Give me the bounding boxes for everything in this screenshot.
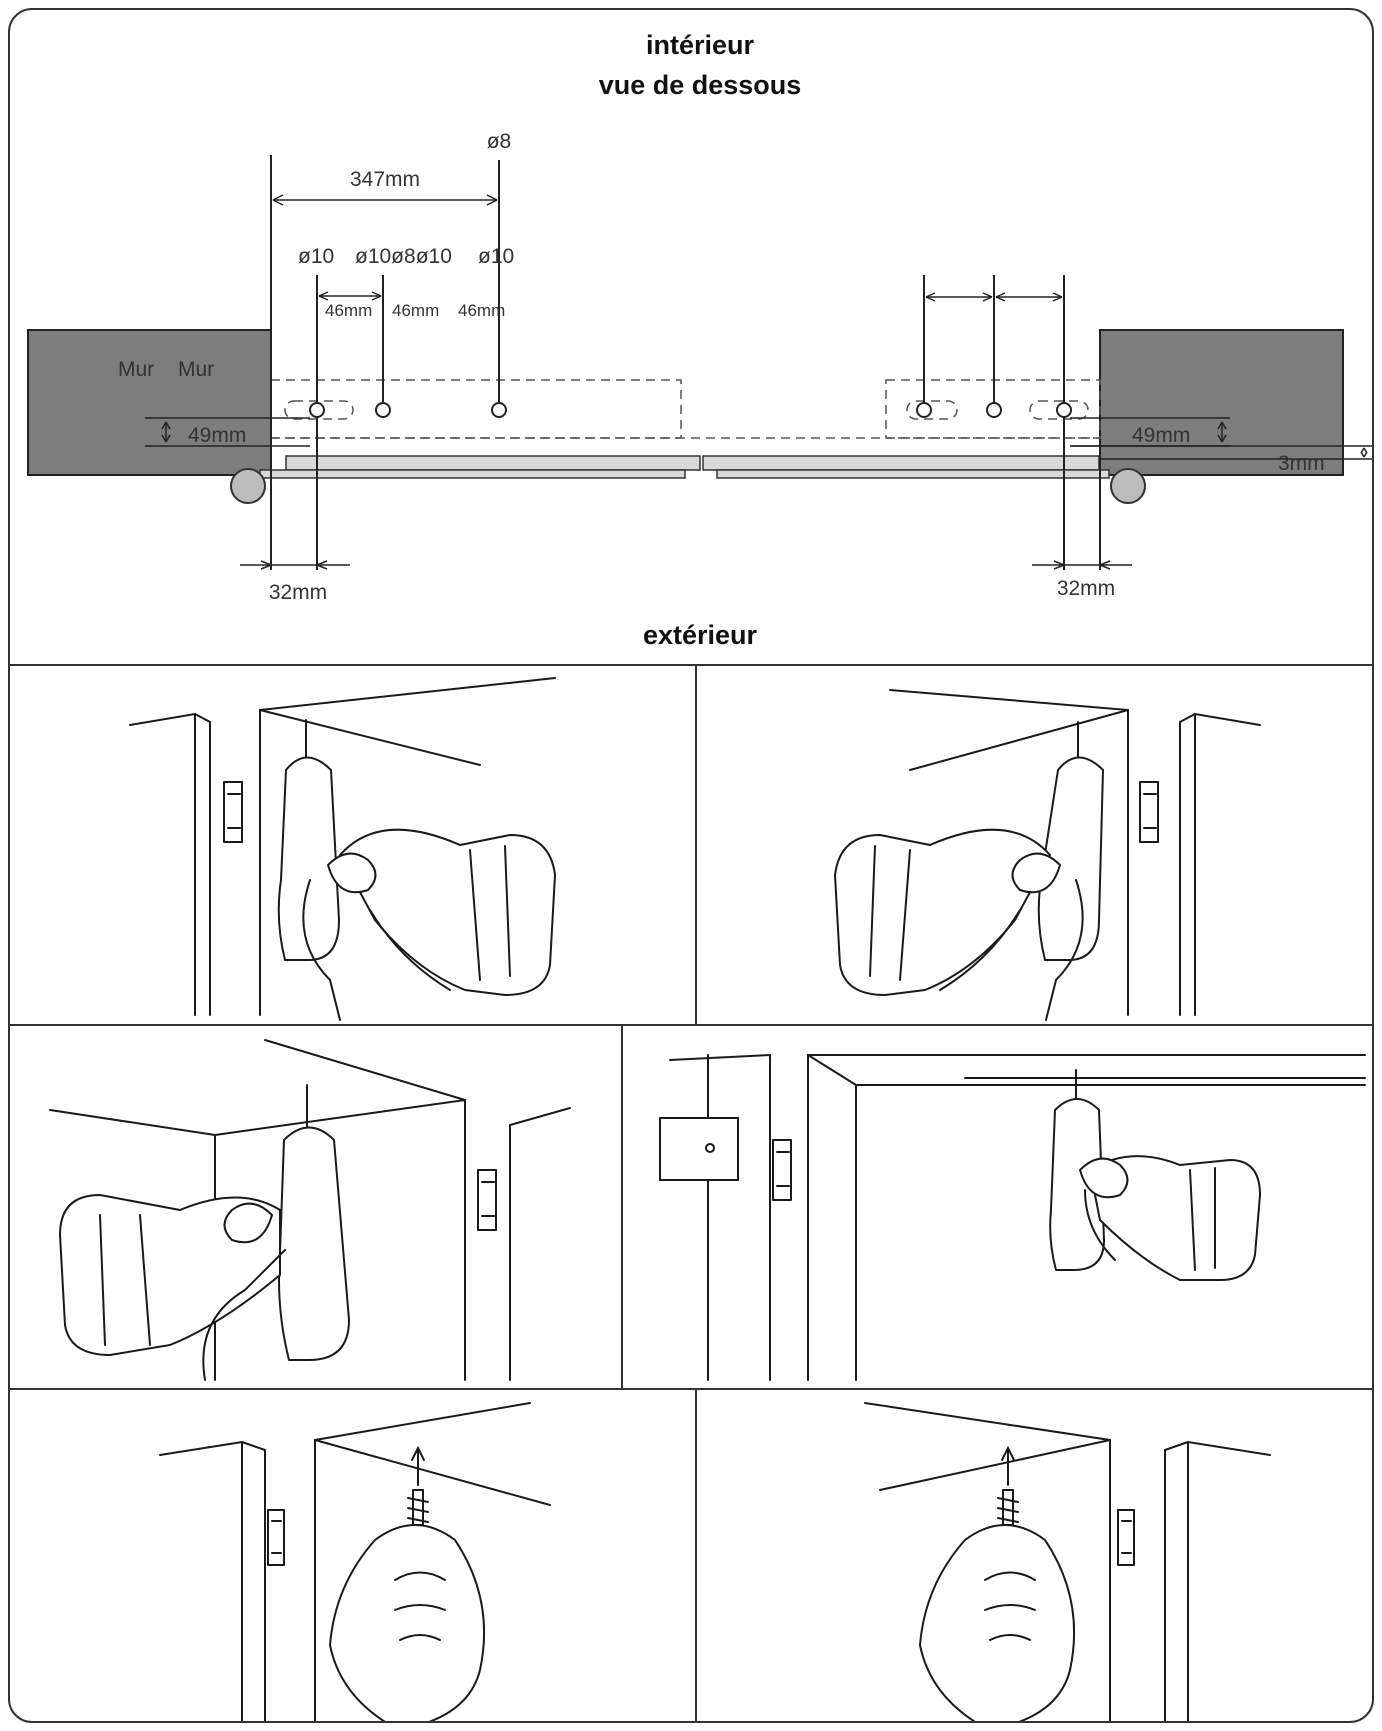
dim-right-2-arrows [995, 292, 1063, 302]
dim-46-3-label: 46mm [458, 301, 505, 320]
assembly-diagram: intérieur vue de dessous extérieur Mur M… [10, 30, 1372, 1721]
track-left [259, 469, 686, 479]
rail-right [702, 455, 1100, 471]
hole-3 [491, 402, 507, 418]
step-2-drill-right [834, 689, 1261, 1021]
wall-right [1099, 329, 1344, 476]
hole-5 [986, 402, 1002, 418]
dim-49-right-arrowheads [1217, 421, 1227, 443]
step-4-drill-lower-right [659, 1053, 1366, 1381]
dim-32-right-label: 32mm [1057, 577, 1115, 600]
slot-right-a [906, 400, 958, 420]
panel-grid [10, 664, 1372, 1721]
hole-1 [309, 402, 325, 418]
dim-right-1-arrows [925, 292, 993, 302]
technical-drawing: Mur Mur 347mm [27, 130, 1372, 604]
dia-group-label: ø10ø8ø10 [355, 245, 452, 268]
title-exterior: extérieur [643, 620, 758, 650]
title-interior: intérieur [646, 30, 755, 60]
dim-347-label: 347mm [350, 168, 420, 191]
slot-right-b [1029, 400, 1089, 420]
wheel-left [230, 468, 266, 504]
dim-46-1-arrows [318, 291, 382, 301]
dim-347-arrows [272, 194, 498, 206]
title-bottom-view: vue de dessous [599, 70, 802, 100]
dia-10-b-label: ø10 [478, 245, 514, 268]
step-6-screw-right [864, 1402, 1271, 1721]
track-right [716, 469, 1110, 479]
rail-left [285, 455, 701, 471]
cabinet-outline-left [270, 379, 682, 439]
dim-3-arrowheads [1360, 447, 1368, 458]
dim-32-left-arrows [260, 560, 328, 570]
dim-49-left-label: 49mm [188, 424, 246, 447]
step-3-drill-lower-left [49, 1039, 571, 1381]
dia-10-a-label: ø10 [298, 245, 334, 268]
hole-2 [375, 402, 391, 418]
dim-46-2-label: 46mm [392, 301, 439, 320]
wall-label-2: Mur [178, 358, 214, 381]
dim-46-1-label: 46mm [325, 301, 372, 320]
dim-49-left-arrowheads [161, 421, 171, 443]
hinge-plate [659, 1117, 739, 1181]
step-1-drill-left [129, 677, 556, 1021]
dia-8-top-label: ø8 [487, 130, 512, 153]
dim-32-left-label: 32mm [269, 581, 327, 604]
wall-label-1: Mur [118, 358, 154, 381]
slot-left [284, 400, 354, 420]
instruction-sheet: intérieur vue de dessous extérieur Mur M… [8, 8, 1374, 1723]
hole-6 [1056, 402, 1072, 418]
wheel-right [1110, 468, 1146, 504]
hole-4 [916, 402, 932, 418]
step-5-screw-left [159, 1402, 551, 1721]
dim-3-label: 3mm [1278, 452, 1325, 475]
dim-32-right-arrows [1053, 560, 1111, 570]
dim-49-right-label: 49mm [1132, 424, 1190, 447]
wall-left [27, 329, 272, 476]
